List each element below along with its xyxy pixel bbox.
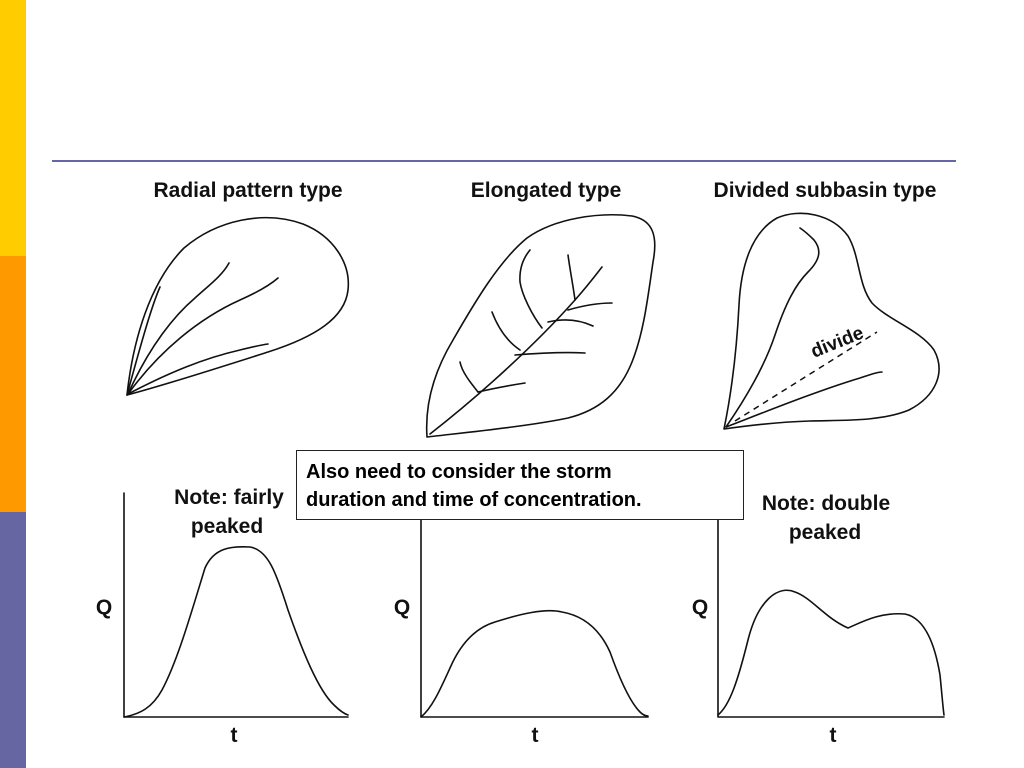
hydrograph-elongated-curve: [420, 609, 649, 718]
hydrograph-divided-axes: [717, 514, 945, 718]
callout-box: Also need to consider the storm duration…: [296, 450, 744, 520]
basin-title-radial: Radial pattern type: [153, 179, 342, 202]
hydrograph-divided-curve: [717, 589, 945, 716]
divided-basin-shape: divide: [723, 212, 940, 430]
hydrograph-elongated-axes: [420, 511, 649, 718]
callout-line2: duration and time of concentration.: [306, 489, 642, 511]
hydrograph-elongated: Q t: [394, 511, 649, 747]
y-axis-label-elongated: Q: [394, 596, 410, 619]
divide-dashed-line: [734, 331, 878, 422]
note-radial-line2: peaked: [191, 515, 263, 538]
x-axis-label-radial: t: [231, 724, 238, 747]
x-axis-label-divided: t: [830, 724, 837, 747]
y-axis-label-divided: Q: [692, 596, 708, 619]
accent-bar-orange: [0, 256, 26, 512]
accent-bar-yellow: [0, 0, 26, 256]
divide-label: divide: [808, 323, 867, 363]
hydrograph-radial: Note: fairly peaked Q t: [96, 486, 349, 747]
hydrograph-divided: Note: double peaked Q t: [692, 492, 945, 747]
hydrograph-radial-curve: [123, 545, 349, 718]
note-divided-line2: peaked: [789, 521, 861, 544]
callout-line1: Also need to consider the storm: [306, 461, 612, 483]
x-axis-label-elongated: t: [532, 724, 539, 747]
radial-basin-shape: [126, 216, 350, 396]
title-divider-rule: [52, 160, 956, 162]
elongated-basin-shape: [425, 214, 656, 438]
note-radial-line1: Note: fairly: [174, 486, 284, 509]
basin-title-divided: Divided subbasin type: [714, 179, 937, 202]
accent-bar-blue: [0, 512, 26, 768]
y-axis-label-radial: Q: [96, 596, 112, 619]
basin-title-elongated: Elongated type: [471, 179, 622, 202]
note-divided-line1: Note: double: [762, 492, 890, 515]
